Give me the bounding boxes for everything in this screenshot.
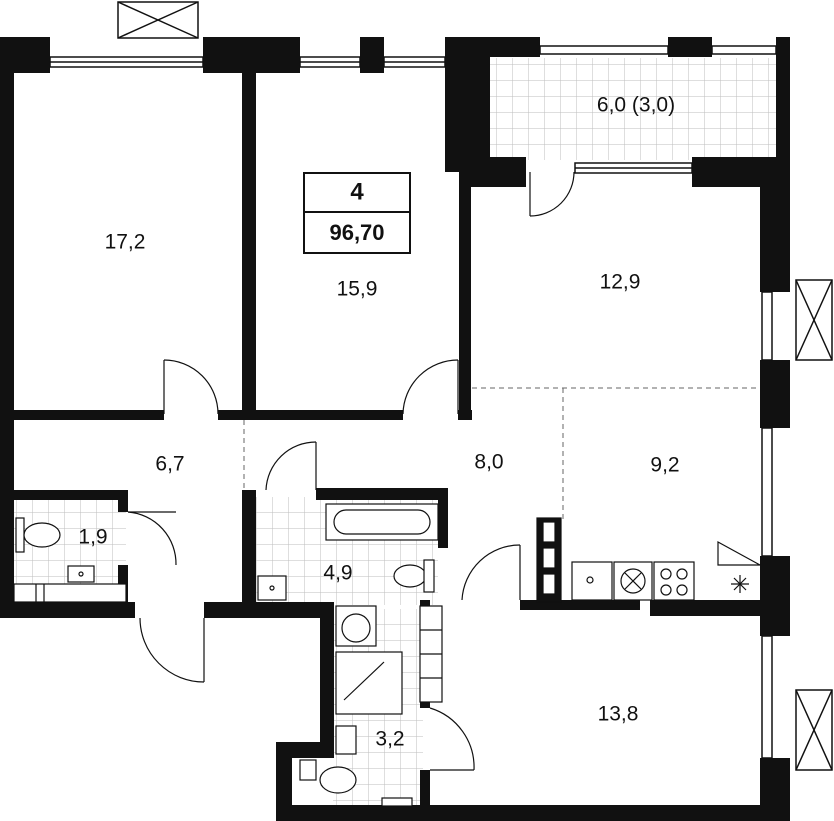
fan-icon bbox=[731, 575, 749, 593]
walls bbox=[0, 37, 790, 821]
room-labels: 17,2 15,9 6,0 (3,0) 12,9 6,7 8,0 9,2 1,9… bbox=[78, 94, 679, 751]
room-area-bathroom: 4,9 bbox=[323, 562, 352, 585]
room-area-balcony: 6,0 (3,0) bbox=[597, 94, 675, 117]
washing-machine-icon bbox=[335, 605, 377, 647]
toilet-icon bbox=[15, 517, 61, 553]
room-area-hallway-center: 8,0 bbox=[474, 451, 503, 474]
sink-icon bbox=[335, 725, 357, 755]
room-area-kitchen: 9,2 bbox=[650, 454, 679, 477]
doors bbox=[127, 171, 761, 771]
toilet-icon bbox=[393, 559, 435, 593]
room-area-hallway-left: 6,7 bbox=[155, 453, 184, 476]
sink-icon bbox=[67, 565, 95, 583]
total-area: 96,70 bbox=[329, 220, 384, 245]
kitchen-sink-icon bbox=[571, 561, 613, 601]
stove-icon bbox=[653, 561, 695, 601]
room-count: 4 bbox=[350, 178, 364, 205]
bathtub-icon bbox=[325, 503, 439, 541]
hood-icon bbox=[613, 561, 653, 601]
room-area-living-room: 12,9 bbox=[600, 271, 641, 294]
apartment-badge: 4 96,70 bbox=[303, 172, 411, 254]
windows bbox=[49, 1, 833, 771]
room-area-shower-room: 3,2 bbox=[375, 728, 404, 751]
shower-icon bbox=[335, 651, 403, 715]
sink-icon bbox=[257, 575, 287, 601]
room-area-bedroom-bottom-right: 13,8 bbox=[598, 703, 639, 726]
zone-lines bbox=[243, 387, 760, 520]
fixtures bbox=[13, 503, 749, 807]
room-area-bedroom-left: 17,2 bbox=[105, 231, 146, 254]
room-area-bedroom-middle: 15,9 bbox=[337, 278, 378, 301]
toilet-icon bbox=[299, 759, 357, 794]
room-area-wc: 1,9 bbox=[78, 526, 107, 549]
